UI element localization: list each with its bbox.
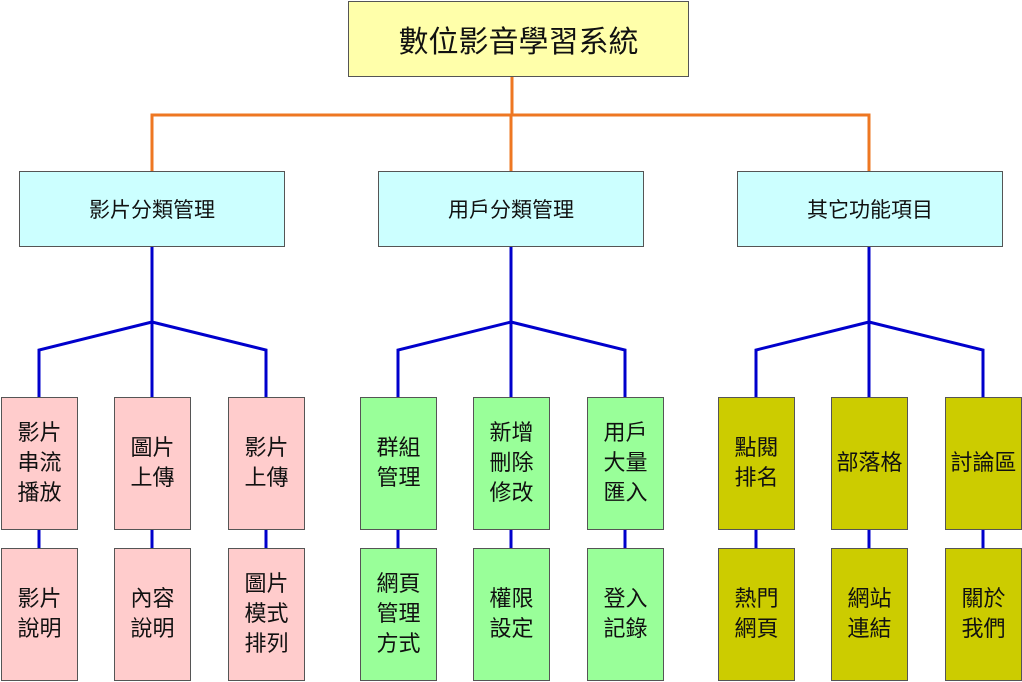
leaf-label-line: 網站: [847, 586, 892, 612]
leaf-label-line: 圖片: [130, 435, 175, 461]
leaf-label-line: 大量: [603, 450, 648, 476]
leaf-label-line: 內容: [130, 586, 175, 612]
leaf-node-top: 新增刪除修改: [473, 397, 550, 530]
root-label: 數位影音學習系統: [398, 25, 639, 60]
leaf-node-top: 用戶大量匯入: [587, 397, 664, 530]
leaf-node-bottom: 網頁管理方式: [360, 548, 437, 681]
leaf-node-bottom: 網站連結: [831, 548, 908, 681]
leaf-label-line: 刪除: [489, 450, 534, 476]
category-node: 用戶分類管理: [378, 171, 644, 247]
leaf-node-top: 圖片上傳: [114, 397, 191, 530]
branch-connector: [37, 320, 153, 397]
leaf-label-line: 說明: [17, 616, 62, 642]
leaf-node-top: 討論區: [945, 397, 1022, 530]
leaf-label-line: 影片: [244, 435, 289, 461]
leaf-label-line: 討論區: [950, 450, 1017, 476]
leaf-label-line: 連結: [847, 616, 892, 642]
leaf-label-line: 登入: [603, 586, 648, 612]
leaf-label-line: 模式: [244, 601, 289, 627]
root-node: 數位影音學習系統: [348, 1, 689, 77]
branch-connector: [151, 320, 268, 397]
leaf-node-top: 群組管理: [360, 397, 437, 530]
leaf-label-line: 方式: [376, 631, 421, 657]
leaf-label-line: 影片: [17, 586, 62, 612]
branch-connector: [754, 320, 870, 397]
category-label: 用戶分類管理: [448, 198, 574, 222]
category-label: 其它功能項目: [807, 198, 933, 222]
leaf-label-line: 點閱: [734, 435, 779, 461]
leaf-label-line: 網頁: [376, 571, 421, 597]
leaf-label-line: 排名: [734, 465, 779, 491]
leaf-node-bottom: 圖片模式排列: [228, 548, 305, 681]
branch-connector: [868, 320, 985, 397]
leaf-label-line: 上傳: [130, 465, 175, 491]
leaf-label-line: 新增: [489, 420, 534, 446]
leaf-label-line: 匯入: [603, 480, 648, 506]
leaf-node-top: 影片串流播放: [1, 397, 78, 530]
leaf-label-line: 管理: [376, 601, 421, 627]
leaf-label-line: 記錄: [603, 616, 648, 642]
leaf-label-line: 上傳: [244, 465, 289, 491]
leaf-label-line: 關於: [961, 586, 1006, 612]
branch-connector: [510, 320, 627, 397]
leaf-node-top: 點閱排名: [718, 397, 795, 530]
leaf-node-bottom: 權限設定: [473, 548, 550, 681]
leaf-node-bottom: 熱門網頁: [718, 548, 795, 681]
leaf-label-line: 播放: [17, 480, 62, 506]
leaf-node-bottom: 內容說明: [114, 548, 191, 681]
leaf-label-line: 影片: [17, 420, 62, 446]
leaf-label-line: 用戶: [603, 420, 648, 446]
leaf-label-line: 群組: [376, 435, 421, 461]
leaf-label-line: 修改: [489, 480, 534, 506]
branch-connector: [396, 320, 512, 397]
leaf-label-line: 說明: [130, 616, 175, 642]
leaf-node-top: 影片上傳: [228, 397, 305, 530]
leaf-node-top: 部落格: [831, 397, 908, 530]
leaf-label-line: 串流: [17, 450, 62, 476]
leaf-node-bottom: 影片說明: [1, 548, 78, 681]
leaf-label-line: 我們: [961, 616, 1006, 642]
leaf-label-line: 網頁: [734, 616, 779, 642]
category-node: 影片分類管理: [19, 171, 285, 247]
leaf-label-line: 排列: [244, 631, 289, 657]
leaf-label-line: 權限: [489, 586, 534, 612]
leaf-label-line: 熱門: [734, 586, 779, 612]
category-node: 其它功能項目: [737, 171, 1003, 247]
leaf-node-bottom: 登入記錄: [587, 548, 664, 681]
leaf-node-bottom: 關於我們: [945, 548, 1022, 681]
leaf-label-line: 部落格: [836, 450, 903, 476]
category-label: 影片分類管理: [89, 198, 215, 222]
leaf-label-line: 圖片: [244, 571, 289, 597]
leaf-label-line: 設定: [489, 616, 534, 642]
leaf-label-line: 管理: [376, 465, 421, 491]
